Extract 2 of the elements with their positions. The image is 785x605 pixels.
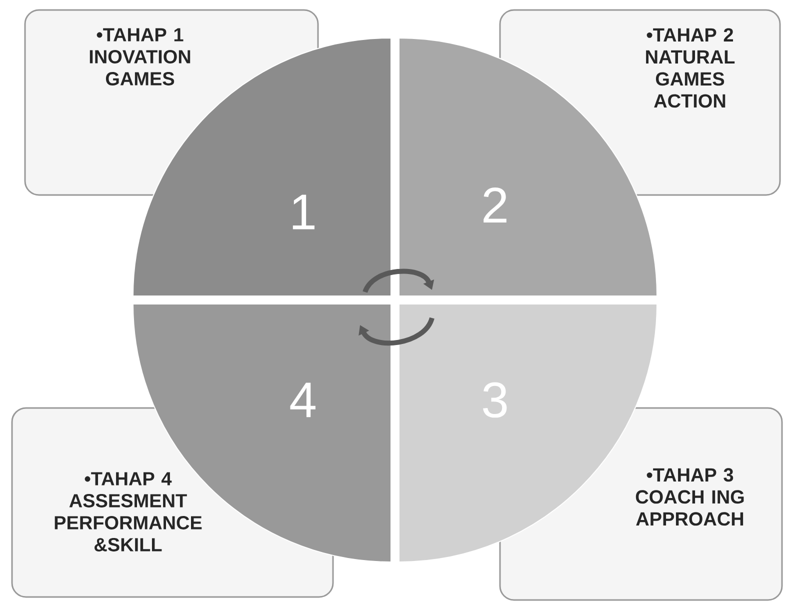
curved-arrow bbox=[358, 317, 434, 346]
curved-arrow bbox=[362, 268, 434, 294]
